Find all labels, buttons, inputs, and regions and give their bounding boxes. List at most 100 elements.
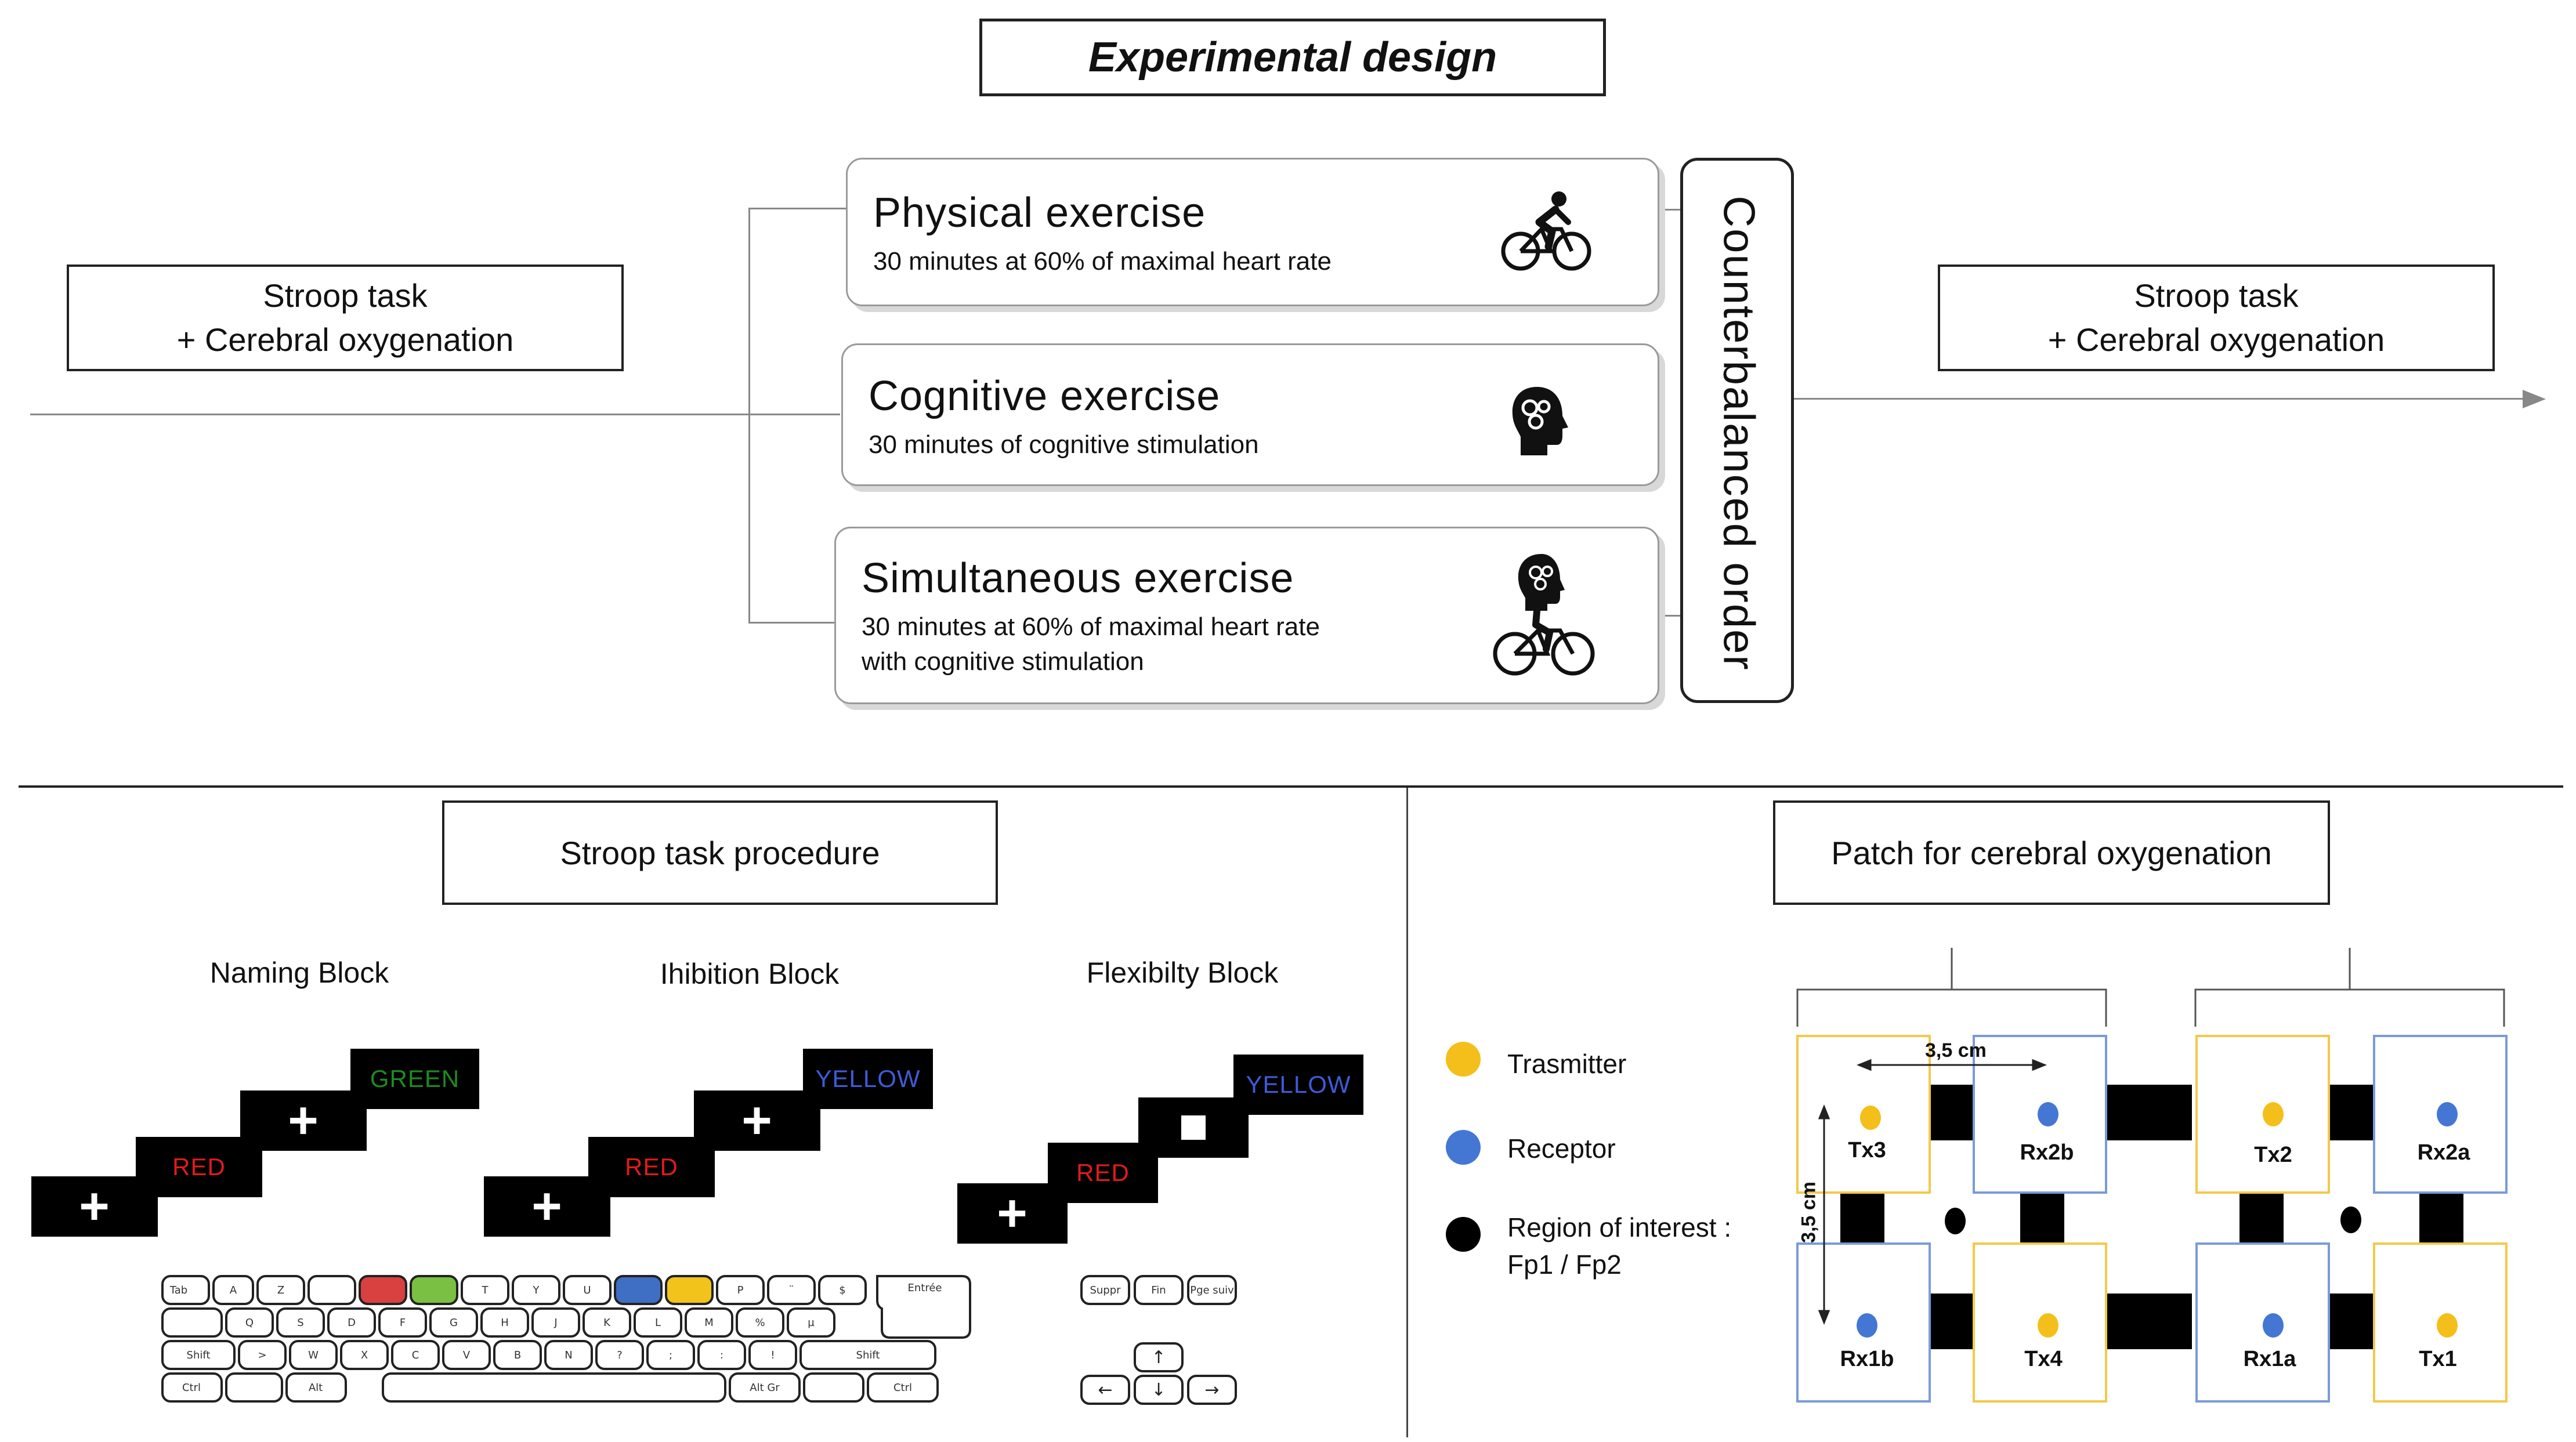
condition-title: Physical exercise	[873, 190, 1206, 236]
key-label: X	[361, 1349, 368, 1361]
connector-bar	[1926, 1294, 1975, 1349]
timeline-line-left	[30, 414, 840, 415]
patch-brackets	[1796, 948, 2505, 1027]
key-label: H	[501, 1317, 509, 1329]
key-label: C	[412, 1349, 419, 1361]
stimulus-screen: +	[694, 1090, 820, 1151]
key	[480, 1307, 529, 1338]
stimulus-word: YELLOW	[815, 1065, 921, 1092]
branch-top	[748, 208, 847, 209]
key	[161, 1307, 223, 1338]
stimulus-word: RED	[625, 1153, 678, 1180]
optode-tx1: Tx1	[2373, 1242, 2508, 1403]
key	[391, 1340, 440, 1370]
key	[461, 1275, 509, 1305]
key-label: N	[565, 1349, 572, 1361]
section-divider	[19, 785, 2563, 788]
key-label: S	[297, 1317, 303, 1329]
key	[563, 1275, 612, 1305]
optode-rx2a: Rx2a	[2373, 1035, 2508, 1194]
key-label: J	[553, 1317, 557, 1329]
key-label: >	[258, 1349, 266, 1361]
condition-title: Cognitive exercise	[869, 373, 1221, 419]
optode-rx2b: Rx2b	[1973, 1035, 2107, 1194]
counterbalance-label: Counterbalanced order	[1714, 195, 1764, 671]
optode-label: Rx2b	[2020, 1140, 2074, 1165]
key	[634, 1307, 682, 1338]
connector-bar	[2239, 1190, 2284, 1246]
stimulus-screen: RED	[588, 1137, 715, 1197]
roi-dot-fp1	[1945, 1208, 1966, 1234]
key	[767, 1275, 816, 1305]
receptor-dot	[2263, 1313, 2284, 1338]
key-label: Suppr	[1090, 1284, 1121, 1296]
key-label: U	[583, 1284, 591, 1296]
key-label: F	[400, 1317, 406, 1329]
key	[161, 1372, 223, 1403]
key-label: µ	[808, 1317, 815, 1329]
stimulus-screen: +	[240, 1090, 367, 1151]
legend-roi-sites: Fp1 / Fp2	[1507, 1249, 1622, 1280]
condition-card-cognitive: Cognitive exercise 30 minutes of cogniti…	[841, 343, 1659, 486]
brain-gears-icon	[1512, 387, 1568, 455]
transmitter-dot	[1860, 1106, 1881, 1130]
condition-desc-2: with cognitive stimulation	[862, 647, 1144, 676]
page-title: Experimental design	[1088, 34, 1497, 81]
connector-bar	[2103, 1085, 2192, 1140]
condition-desc: 30 minutes at 60% of maximal heart rate	[862, 613, 1320, 641]
brain-cyclist-icon	[1493, 554, 1595, 676]
optode-label: Rx2a	[2417, 1140, 2470, 1165]
condition-desc: 30 minutes at 60% of maximal heart rate	[873, 247, 1332, 276]
arrow-left-icon: ←	[1098, 1380, 1112, 1400]
key	[256, 1275, 305, 1305]
key	[238, 1340, 287, 1370]
key-label: %	[755, 1317, 765, 1329]
key-green	[410, 1275, 458, 1305]
fixation-cross: +	[997, 1184, 1028, 1242]
arrow-left-key	[1080, 1375, 1130, 1405]
key-label: ;	[669, 1349, 672, 1361]
key	[429, 1307, 478, 1338]
optode-tx2: Tx2	[2195, 1035, 2330, 1194]
key-label: D	[348, 1317, 356, 1329]
key-yellow	[665, 1275, 714, 1305]
fixation-cross: +	[531, 1177, 563, 1236]
key-label: B	[514, 1349, 521, 1361]
panel-divider	[1406, 788, 1408, 1437]
key-label: Alt	[309, 1382, 323, 1394]
key-label: V	[463, 1349, 471, 1361]
receptor-legend-dot	[1446, 1130, 1481, 1165]
key	[595, 1340, 644, 1370]
key	[729, 1372, 801, 1403]
key-label: P	[737, 1284, 744, 1296]
key-label: Fin	[1151, 1284, 1166, 1296]
key	[161, 1275, 210, 1305]
stroop-title-box: Stroop task procedure	[442, 800, 998, 905]
connector-bar	[2323, 1294, 2375, 1349]
key	[583, 1307, 631, 1338]
key	[225, 1307, 274, 1338]
connector-bar	[2323, 1085, 2375, 1140]
post-test-line2: + Cerebral oxygenation	[2047, 321, 2385, 358]
key-label: ¨	[789, 1284, 794, 1296]
patch-title-box: Patch for cerebral oxygenation	[1773, 800, 2330, 905]
stimulus-screen: YELLOW	[1233, 1055, 1363, 1115]
arrow-right-key	[1187, 1375, 1237, 1405]
dimension-vertical-label: 3,5 cm	[1797, 1182, 1820, 1243]
optode-label: Tx4	[2024, 1347, 2063, 1371]
key-label: !	[770, 1349, 775, 1361]
optode-label: Rx1a	[2243, 1347, 2296, 1371]
key	[307, 1275, 356, 1305]
key	[818, 1275, 867, 1305]
stimulus-word: RED	[1076, 1159, 1130, 1186]
stimulus-word: GREEN	[370, 1065, 460, 1092]
key	[1134, 1275, 1184, 1305]
roi-legend-dot	[1446, 1217, 1481, 1252]
arrow-down-icon: ↓	[1151, 1380, 1166, 1400]
patch-title: Patch for cerebral oxygenation	[1831, 834, 2272, 871]
branch-bottom	[748, 622, 834, 624]
key	[289, 1340, 338, 1370]
transmitter-dot	[2038, 1313, 2058, 1338]
stimulus-word: RED	[172, 1153, 226, 1180]
key-label: Ctrl	[182, 1382, 201, 1394]
